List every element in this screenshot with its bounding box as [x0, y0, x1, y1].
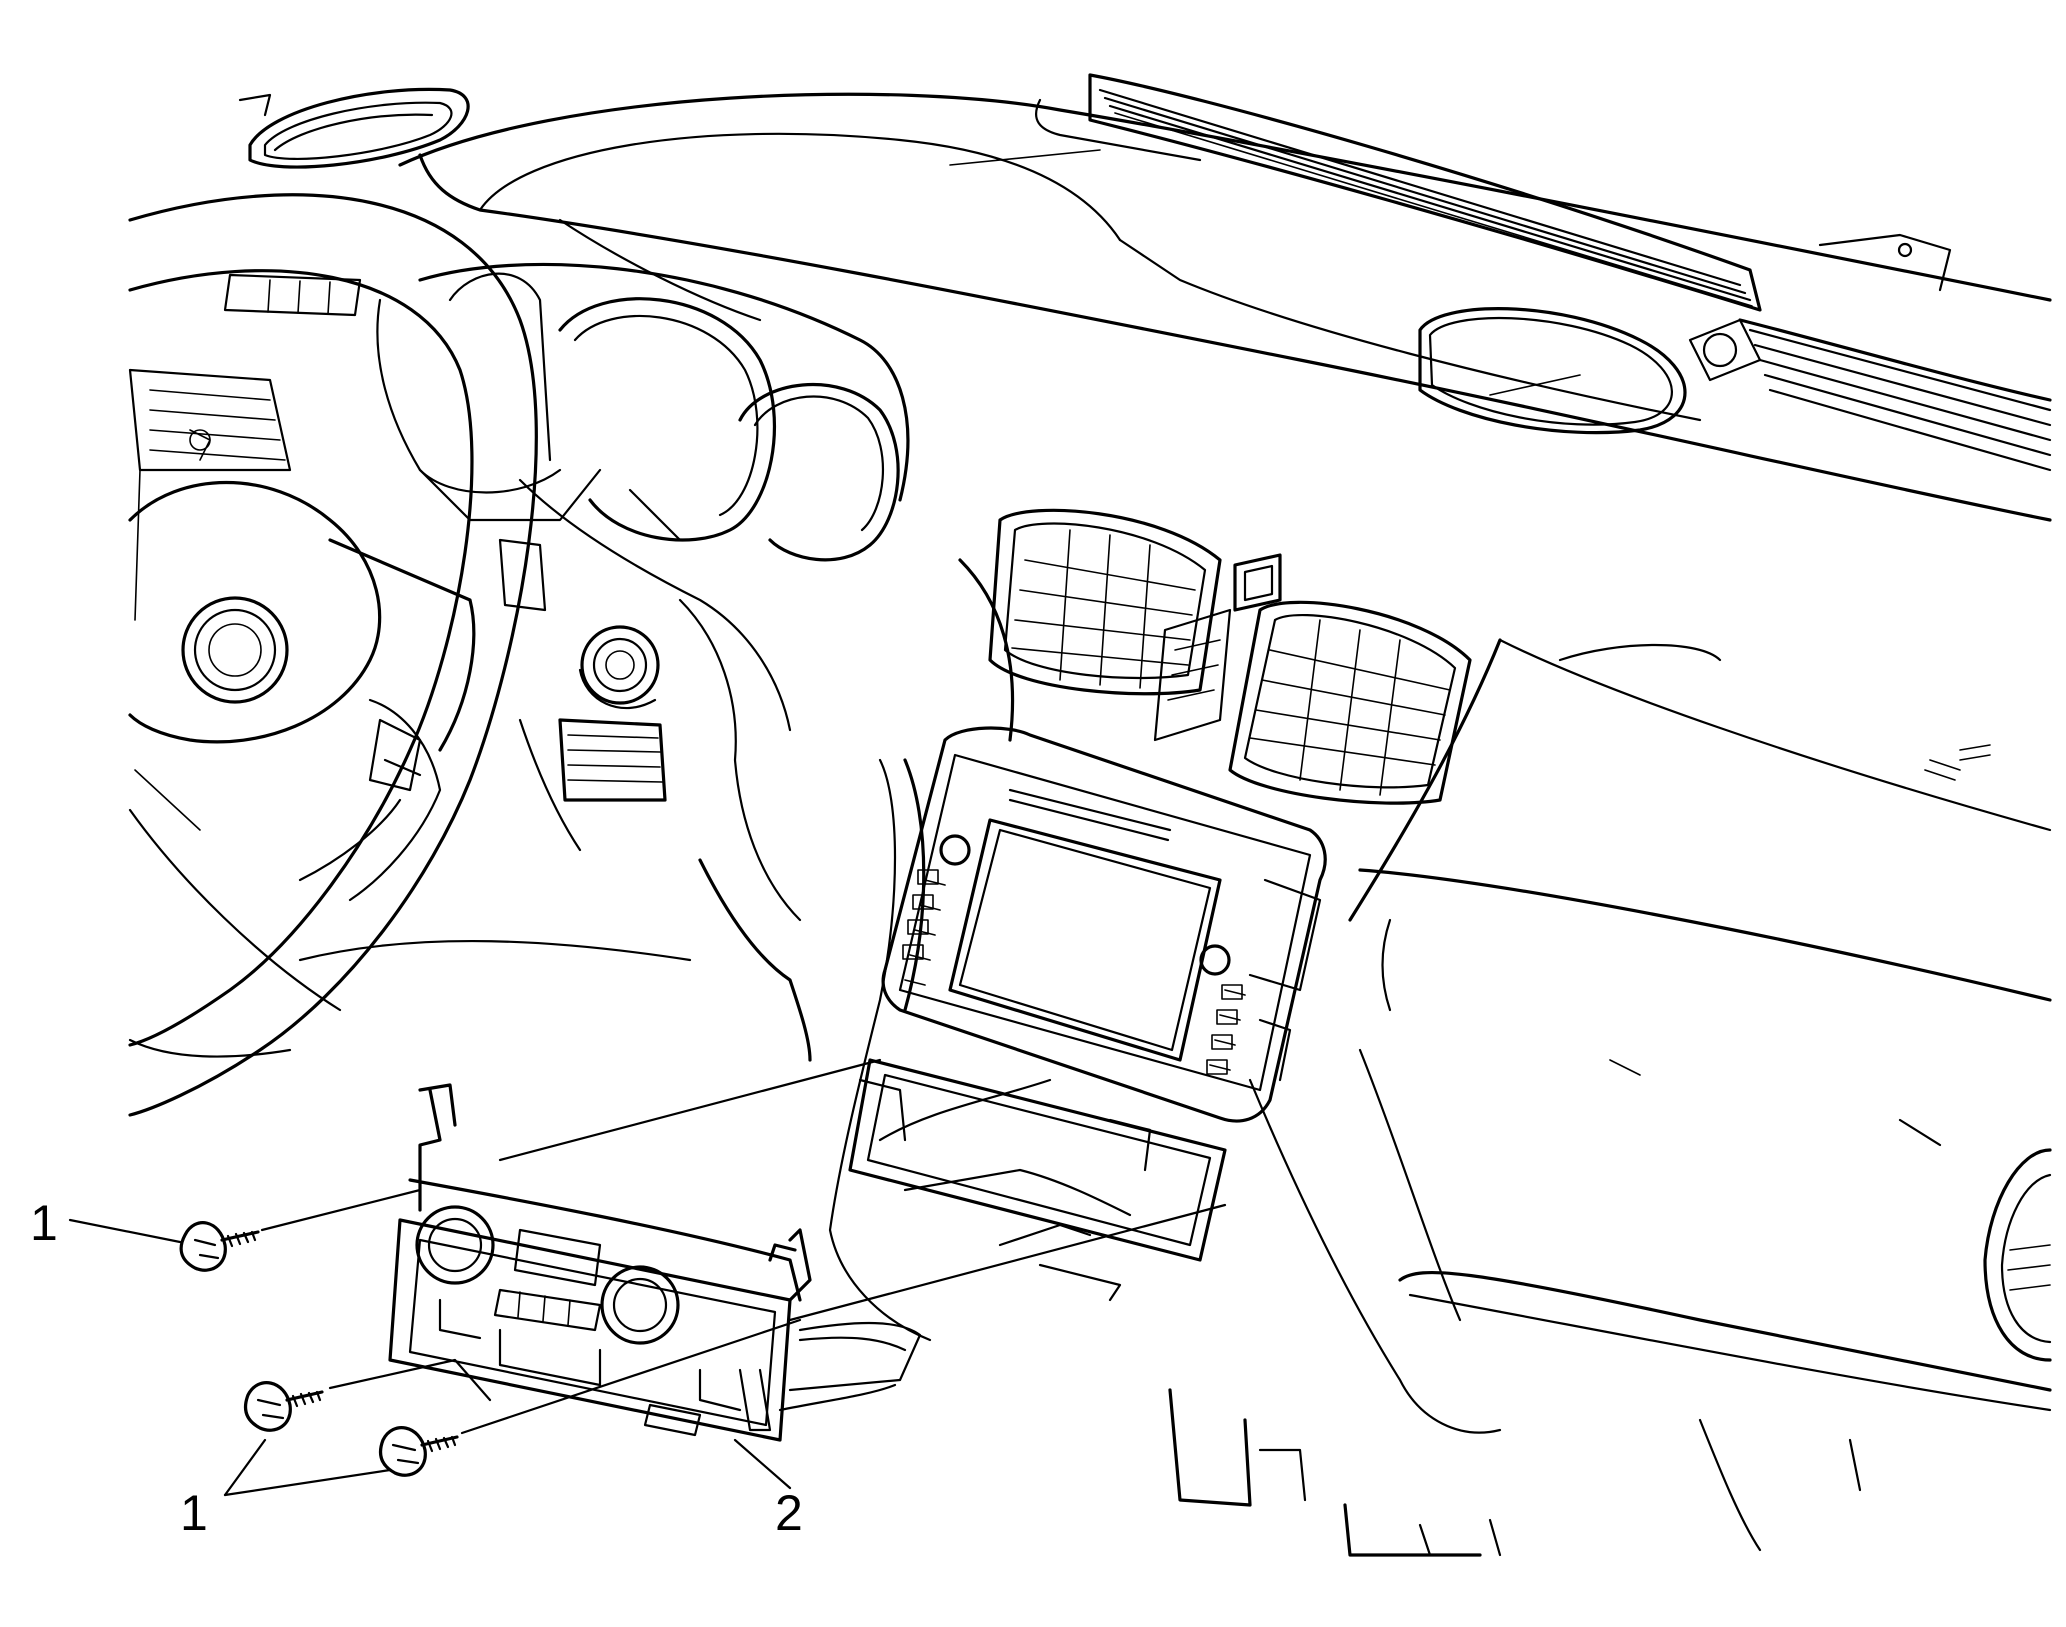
passenger-dash — [1248, 638, 2052, 1434]
hazard-switch — [1153, 553, 1282, 742]
center-stack-trim — [828, 558, 1991, 1342]
callout-2: 2 — [733, 1438, 803, 1541]
speaker-grille — [1418, 307, 1762, 435]
lower-structure — [1168, 1388, 1862, 1557]
hvac-control-module — [388, 1083, 922, 1442]
instrument-cluster — [376, 262, 910, 562]
defrost-vent — [1088, 73, 2052, 472]
left-outboard-vent — [238, 87, 470, 169]
callout-1-upper: 1 — [30, 1195, 182, 1251]
dash-upper-pad — [398, 92, 2052, 522]
fastener-lower-right — [379, 1426, 459, 1477]
callout-1-lower: 1 — [180, 1438, 392, 1541]
module-opening — [848, 1058, 1227, 1302]
steering-wheel — [128, 193, 547, 1117]
left-lower-vent — [558, 718, 667, 802]
assembly-lines — [260, 1058, 1227, 1435]
fastener-upper — [179, 1221, 260, 1272]
callout-label-1-upper: 1 — [30, 1195, 58, 1251]
radio-display — [881, 726, 1327, 1123]
lower-left-trim — [128, 478, 812, 1062]
fastener-lower-left — [244, 1381, 324, 1432]
right-outboard-vent — [1983, 1148, 2052, 1362]
callout-label-1-lower: 1 — [180, 1485, 208, 1541]
callout-label-2: 2 — [775, 1485, 803, 1541]
center-vent-left — [988, 508, 1222, 696]
headlamp-switch — [578, 625, 660, 710]
center-vent-right — [1228, 600, 1472, 805]
